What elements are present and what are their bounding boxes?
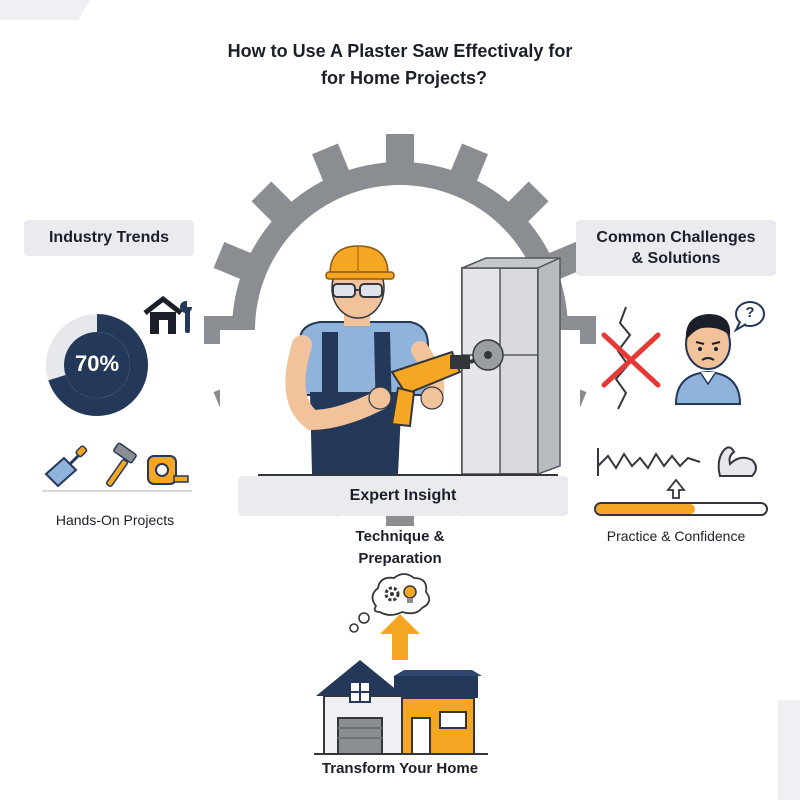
industry-trends-label: Industry Trends xyxy=(24,220,194,256)
technique-preparation-caption: Technique & Preparation xyxy=(300,526,500,570)
trowel-icon xyxy=(44,445,88,488)
page-title: How to Use A Plaster Saw Effectivaly for… xyxy=(0,38,800,92)
expert-insight-label: Expert Insight xyxy=(238,476,568,516)
common-challenges-line-2: & Solutions xyxy=(631,250,721,267)
lightbulb-icon xyxy=(403,585,417,599)
transform-home-caption: Transform Your Home xyxy=(321,760,479,777)
worker-figure xyxy=(285,245,504,474)
expert-insight-text: Expert Insight xyxy=(349,487,457,504)
page-title-line-1: How to Use A Plaster Saw Effectivaly for xyxy=(227,41,573,61)
tools-divider xyxy=(42,490,192,492)
common-challenges-label: Common Challenges & Solutions xyxy=(576,220,776,276)
tape-measure-icon xyxy=(147,455,189,485)
trend-donut-chart xyxy=(46,314,148,416)
wall-pillar xyxy=(461,256,561,476)
hammer-icon xyxy=(105,442,137,487)
corner-accent-bottom-right xyxy=(778,700,800,800)
arrow-up-icon xyxy=(666,478,686,499)
technique-line-2: Preparation xyxy=(358,550,442,567)
practice-progress-fill xyxy=(596,504,695,514)
house-icon xyxy=(314,660,488,755)
donut-center xyxy=(64,332,130,398)
page-title-line-2: for Home Projects? xyxy=(320,68,488,88)
donut-value-arc xyxy=(46,314,148,416)
practice-confidence-caption: Practice & Confidence xyxy=(606,528,746,544)
crack-x-icon xyxy=(601,306,661,410)
common-challenges-line-1: Common Challenges xyxy=(596,229,756,246)
technique-line-1: Technique & xyxy=(355,528,445,545)
confused-person-icon xyxy=(674,301,765,405)
house-wrench-icon xyxy=(143,295,192,334)
practice-progress-track xyxy=(594,502,768,516)
growth-arrow-icon xyxy=(380,614,420,660)
donut-percent-label: 70% xyxy=(74,351,120,376)
muscle-arm-icon xyxy=(717,446,757,477)
question-mark: ? xyxy=(745,304,755,321)
thought-bubble-icon xyxy=(349,573,431,633)
industry-trends-text: Industry Trends xyxy=(48,229,170,246)
bubble-gear-icon xyxy=(384,586,400,602)
hands-on-projects-caption: Hands-On Projects xyxy=(55,512,175,528)
practice-zigzag-icon xyxy=(597,448,701,476)
